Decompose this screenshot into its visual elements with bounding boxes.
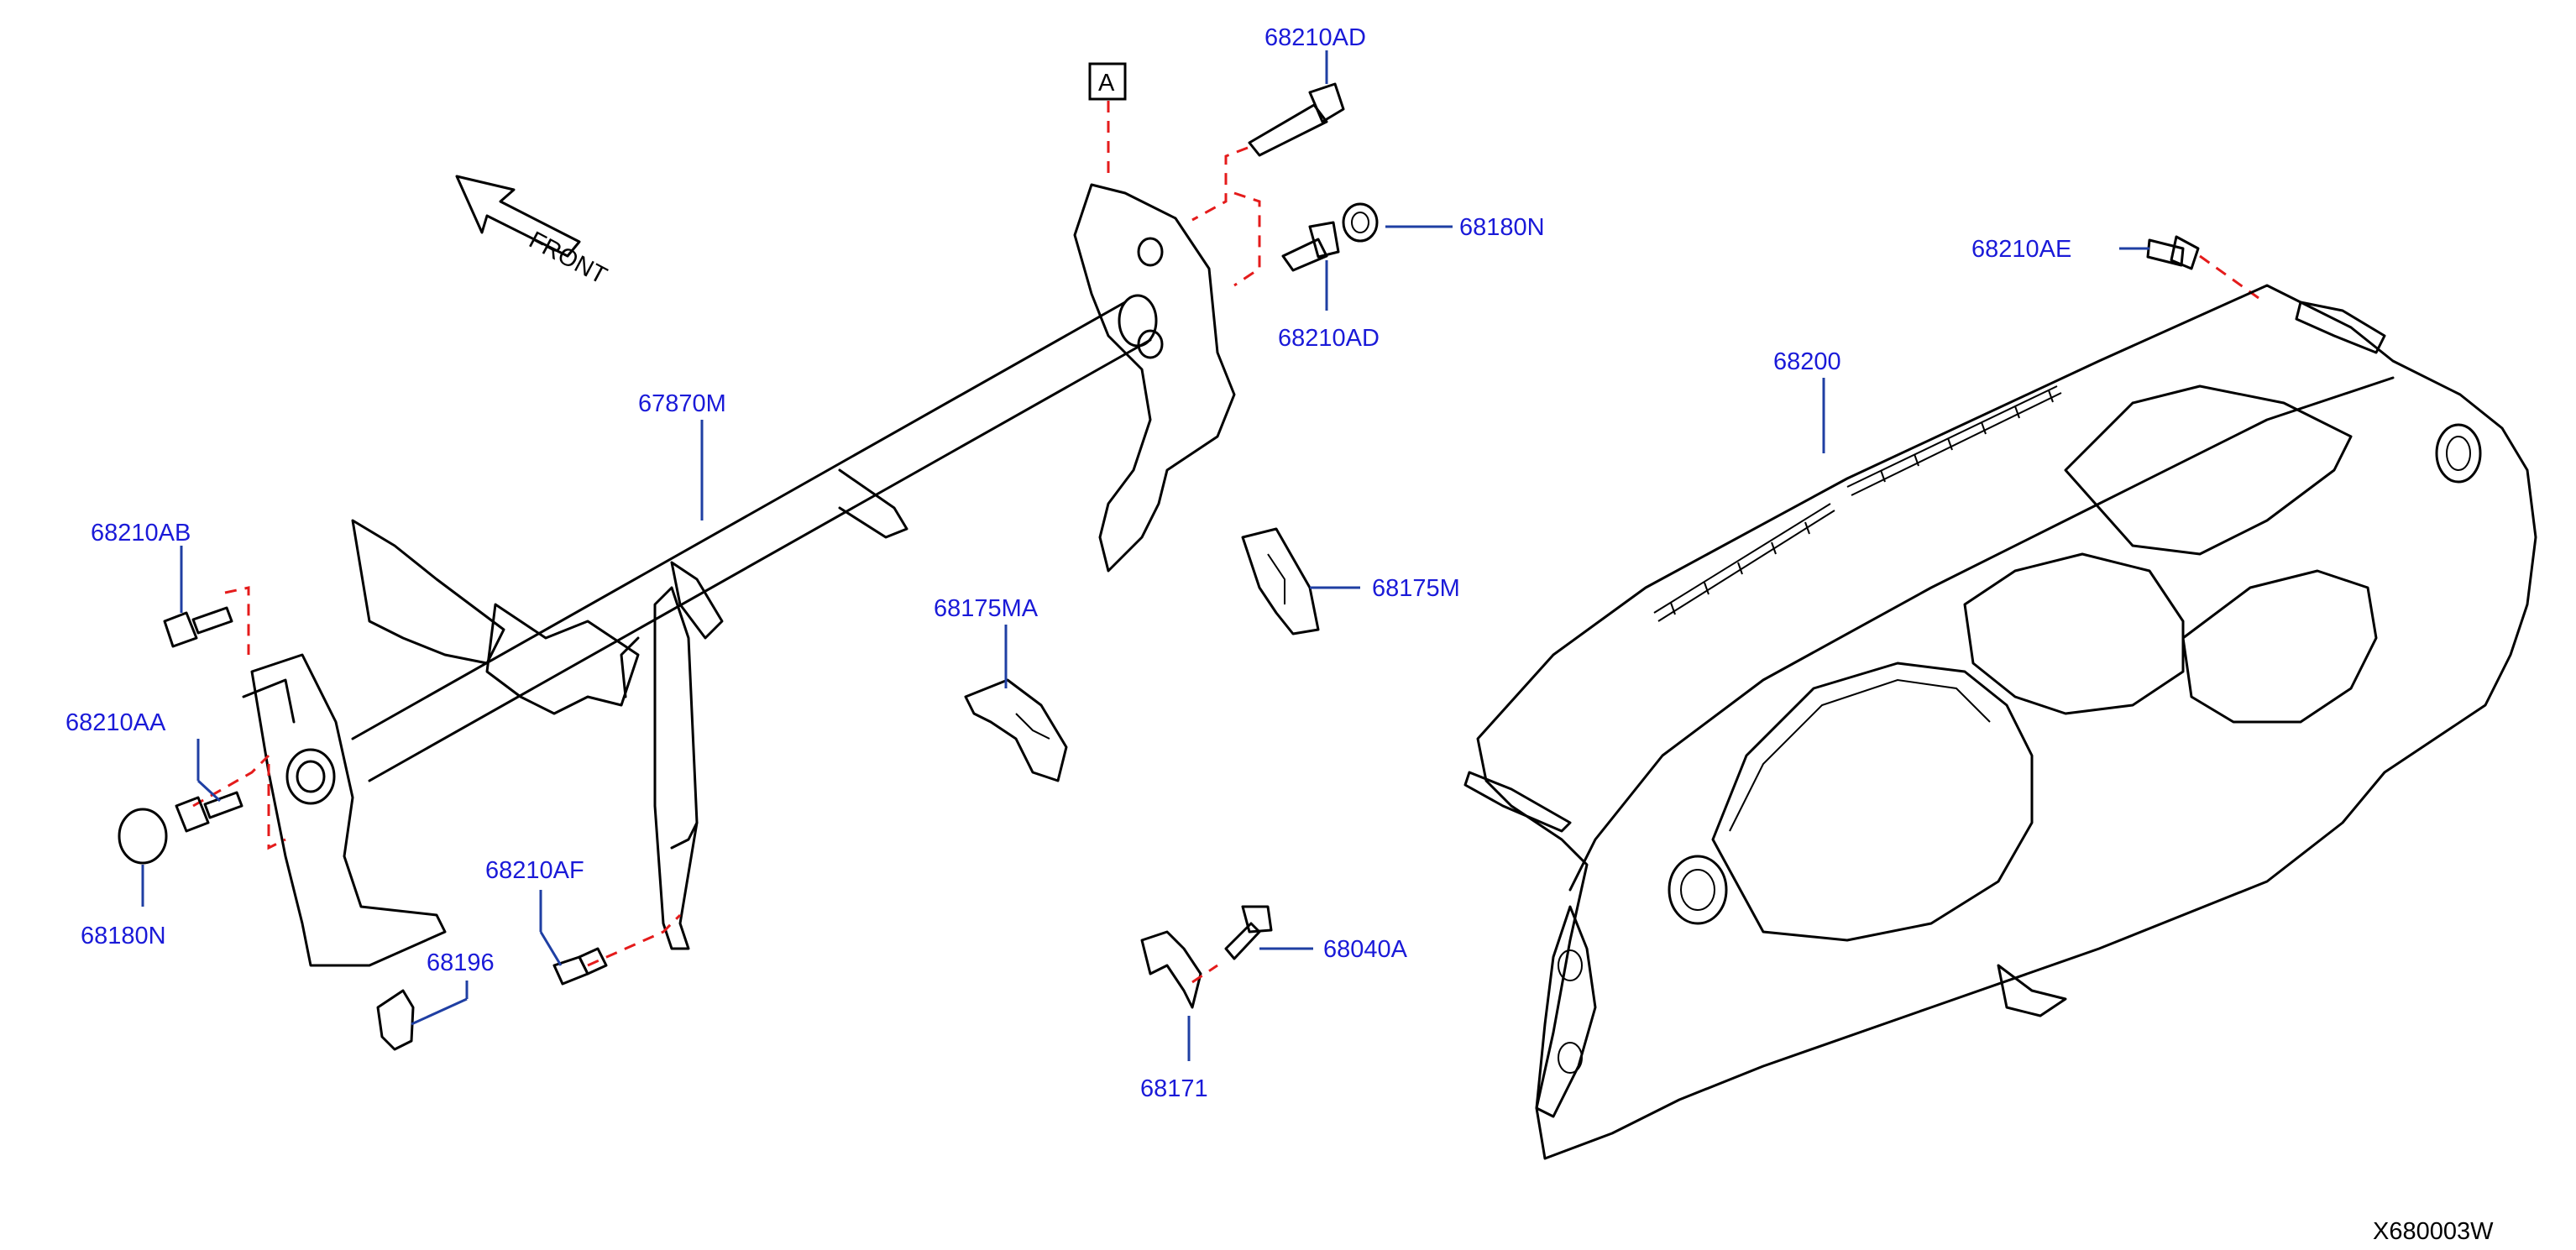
callout-68210ab: 68210AB: [91, 520, 191, 547]
bolt-68210aa: [175, 791, 243, 833]
bolt-68210ab: [163, 606, 233, 648]
callout-68196: 68196: [427, 949, 495, 976]
clip-68180n-right: [1342, 202, 1379, 243]
callout-68200: 68200: [1773, 348, 1841, 375]
bracket-68171: [1140, 930, 1218, 1009]
callout-68180n-right: 68180N: [1459, 214, 1545, 241]
bolt-68040a: [1224, 905, 1273, 960]
callout-68210ae: 68210AE: [1971, 236, 2071, 263]
callout-68210aa: 68210AA: [65, 709, 166, 736]
callout-68210ad-mid: 68210AD: [1278, 325, 1380, 352]
bracket-68175m: [1241, 527, 1320, 635]
callout-68175m: 68175M: [1372, 575, 1460, 602]
steering-member: [192, 183, 1236, 967]
callout-68175ma: 68175MA: [934, 595, 1039, 622]
callout-68040a: 68040A: [1323, 936, 1408, 963]
reference-box-a: A: [1088, 62, 1127, 176]
front-arrow-icon: FRONT: [455, 175, 611, 290]
bracket-68175ma: [964, 678, 1068, 782]
clip-68180n-left: [118, 808, 168, 865]
bracket-68196: [376, 989, 415, 1051]
callout-68210af: 68210AF: [485, 857, 584, 884]
dashed-guide-ad: [1233, 191, 1261, 287]
bolt-68210af: [552, 947, 608, 986]
catalog-code: X680003W: [2373, 1218, 2494, 1245]
leader-lines: [141, 50, 2149, 1061]
bolt-68210ae: [2146, 235, 2259, 300]
callout-67870m: 67870M: [638, 390, 726, 417]
callout-68210ad-top: 68210AD: [1264, 24, 1366, 51]
reference-box-letter: A: [1098, 70, 1115, 97]
callout-labels: 68210AD 68180N 68210AD 68210AE 68200 678…: [65, 24, 2071, 1102]
dashboard-panel: [1463, 284, 2537, 1160]
callout-68180n-left: 68180N: [81, 923, 166, 949]
bolt-68210ad-mid: [1281, 221, 1340, 272]
callout-68171: 68171: [1140, 1075, 1208, 1102]
bolt-68210ad-top: [1191, 82, 1345, 222]
